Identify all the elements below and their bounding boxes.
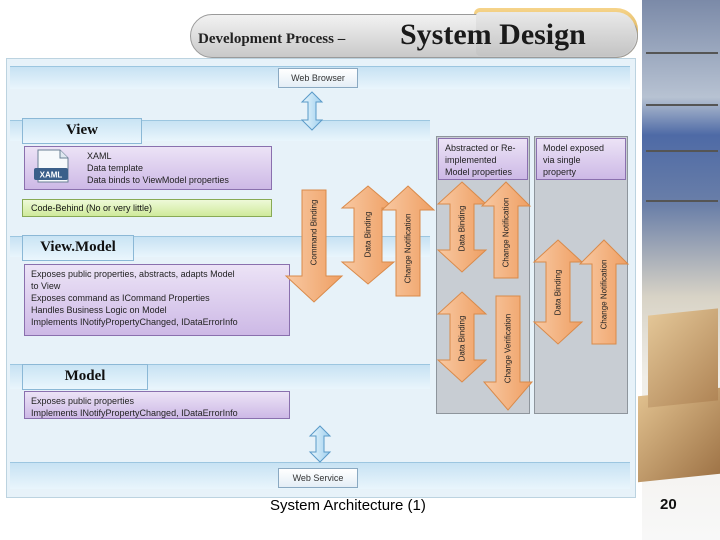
down-arrow xyxy=(482,295,534,411)
change-notification-label: Change Notification xyxy=(403,213,413,284)
code-behind-bar: Code-Behind (No or very little) xyxy=(22,199,272,217)
slide-caption: System Architecture (1) xyxy=(270,497,426,514)
viewmodel-line: Handles Business Logic on Model xyxy=(31,305,167,315)
model-line: Implements INotifyPropertyChanged, IData… xyxy=(31,408,238,418)
data-binding-label: Data Binding xyxy=(457,315,467,362)
double-arrow xyxy=(436,181,488,273)
shelf-line xyxy=(646,52,718,54)
title-bar-inner xyxy=(476,12,636,56)
data-binding-label: Data Binding xyxy=(553,269,563,316)
web-service-node: Web Service xyxy=(278,468,358,488)
double-arrow xyxy=(436,291,488,383)
down-arrow xyxy=(284,189,344,303)
abstracted-line: implemented xyxy=(445,155,497,165)
viewmodel-box: Exposes public properties, abstracts, ad… xyxy=(24,264,290,336)
model-line: Exposes public properties xyxy=(31,396,135,406)
command-binding-label: Command Binding xyxy=(309,199,319,266)
data-binding-label: Data Binding xyxy=(363,211,373,258)
up-arrow xyxy=(578,239,630,345)
web-browser-node: Web Browser xyxy=(278,68,358,88)
view-line: XAML xyxy=(87,151,112,161)
view-line: Data template xyxy=(87,163,144,173)
slide-number: 20 xyxy=(660,496,677,513)
viewmodel-line: Implements INotifyPropertyChanged, IData… xyxy=(31,317,238,327)
view-line: Data binds to ViewModel properties xyxy=(87,175,229,185)
shelf-line xyxy=(646,104,718,106)
change-verification-label: Change Verification xyxy=(503,313,513,384)
arrows-layer xyxy=(284,91,630,463)
xaml-file-icon: XAML xyxy=(34,149,69,183)
model-box: Exposes public properties Implements INo… xyxy=(24,391,290,419)
shelf-line xyxy=(646,150,718,152)
double-arrow xyxy=(300,91,324,131)
up-arrow xyxy=(480,181,532,279)
change-notification-label: Change Notification xyxy=(501,197,511,268)
double-arrow xyxy=(532,239,584,345)
exposed-property-box: Model exposed via single property xyxy=(536,138,626,180)
abstracted-properties-box: Abstracted or Re- implemented Model prop… xyxy=(438,138,528,180)
model-tab: Model xyxy=(22,364,148,390)
double-arrow xyxy=(308,425,332,463)
shelf-line xyxy=(646,200,718,202)
exposed-line: Model exposed xyxy=(543,143,605,153)
cardboard-box-image xyxy=(648,308,718,408)
data-binding-label: Data Binding xyxy=(457,205,467,252)
viewmodel-line: Exposes command as ICommand Properties xyxy=(31,293,210,303)
slide-title-prefix: Development Process – xyxy=(198,31,346,47)
view-tab: View xyxy=(22,118,142,144)
up-arrow xyxy=(380,185,436,297)
viewmodel-tab: View.Model xyxy=(22,235,134,261)
viewmodel-line: Exposes public properties, abstracts, ad… xyxy=(31,269,235,279)
exposed-line: via single xyxy=(543,155,581,165)
viewmodel-line: to View xyxy=(31,281,61,291)
change-notification-label: Change Notification xyxy=(599,259,609,330)
exposed-line: property xyxy=(543,167,577,177)
abstracted-line: Model properties xyxy=(445,167,513,177)
xaml-icon-label: XAML xyxy=(40,171,63,180)
abstracted-line: Abstracted or Re- xyxy=(445,143,516,153)
slide-title: System Design xyxy=(400,18,586,51)
